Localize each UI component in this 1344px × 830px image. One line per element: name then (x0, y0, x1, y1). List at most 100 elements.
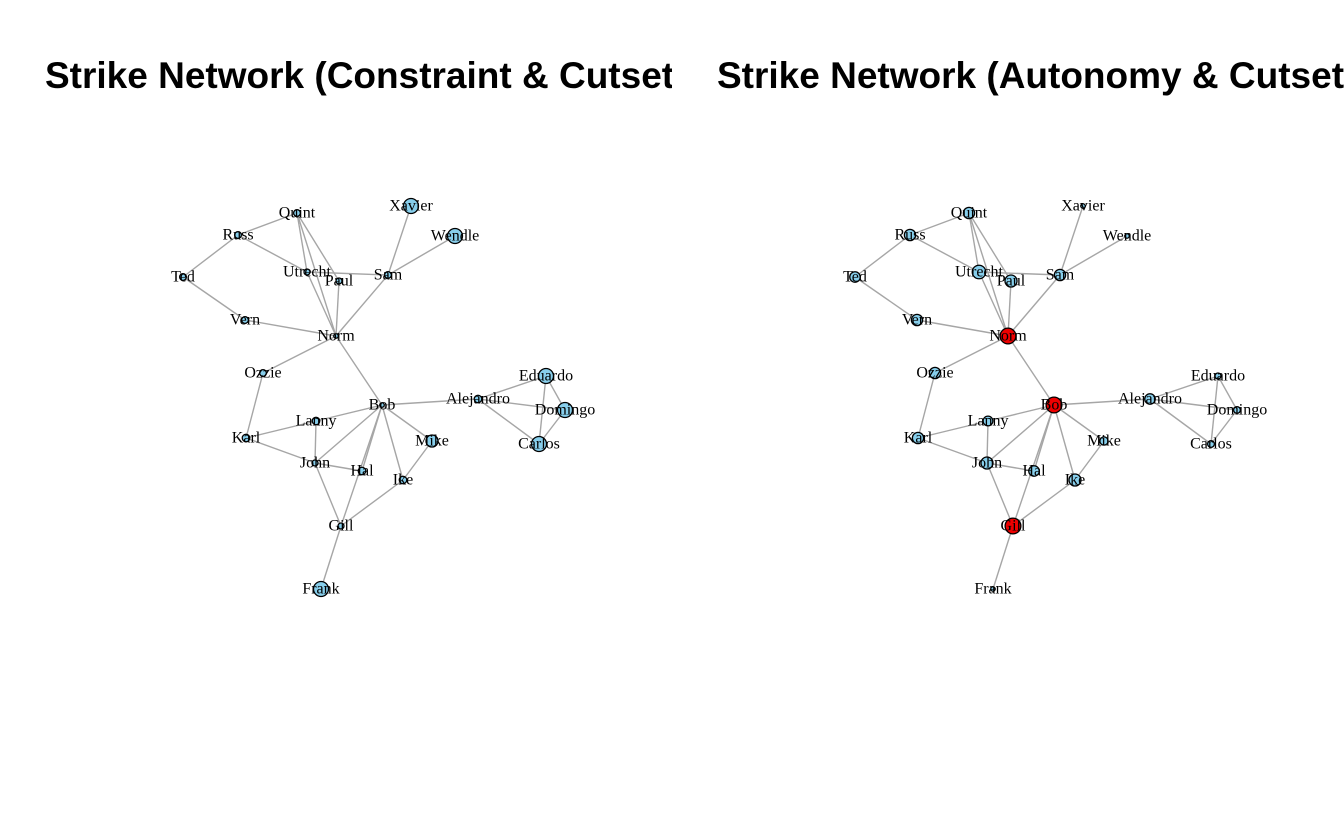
node-ozzie (928, 366, 942, 380)
node-russ (903, 228, 917, 242)
node-label-mike: Mike (1087, 433, 1121, 450)
edge-alejandro-carlos (1149, 398, 1212, 445)
edge-ted-vern (854, 276, 918, 321)
edge-lanny-bob (315, 404, 383, 422)
node-ted (178, 272, 188, 282)
node-ike (1068, 473, 1082, 487)
node-domingo (1232, 405, 1242, 415)
node-frank (990, 586, 996, 592)
edge-utrecht-sam (306, 271, 389, 276)
edge-mike-ike (402, 440, 433, 481)
edge-lanny-john (314, 420, 317, 464)
node-ike (398, 475, 408, 485)
edge-quint-russ (909, 212, 970, 236)
edge-paul-norm (335, 280, 340, 337)
node-russ (233, 230, 243, 240)
edge-norm-ozzie (262, 335, 337, 374)
node-label-ozzie: Ozzie (916, 365, 953, 382)
node-alejandro (1144, 393, 1156, 405)
edge-alejandro-domingo (1149, 398, 1238, 411)
edge-quint-paul (296, 212, 340, 282)
node-bob (1045, 396, 1063, 414)
node-label-hal: Hal (1022, 463, 1046, 480)
node-quint (962, 206, 976, 220)
node-label-vern: Vern (902, 312, 932, 329)
edge-john-gill (314, 462, 342, 527)
edge-quint-paul (968, 212, 1012, 282)
node-karl (241, 433, 251, 443)
node-label-ted: Ted (171, 269, 195, 286)
edge-bob-ike (381, 404, 404, 481)
node-karl (911, 431, 925, 445)
edge-alejandro-eduardo (1149, 375, 1219, 400)
edge-bob-ike (1053, 404, 1076, 481)
node-john (980, 456, 994, 470)
node-label-ike: Ike (1065, 472, 1085, 489)
edge-sam-xavier (1059, 205, 1084, 276)
node-frank (312, 580, 330, 598)
node-label-eduardo: Eduardo (519, 368, 573, 385)
edge-ike-gill (1012, 479, 1076, 527)
node-label-hal: Hal (350, 463, 374, 480)
node-label-paul: Paul (325, 273, 354, 290)
node-label-utrecht: Utrecht (283, 264, 332, 281)
node-label-norm: Norm (317, 328, 355, 345)
node-label-domingo: Domingo (1207, 402, 1267, 419)
edge-russ-ted (854, 234, 911, 278)
node-label-john: John (300, 455, 330, 472)
edge-lanny-john (986, 420, 989, 464)
node-carlos (530, 435, 548, 453)
node-carlos (1206, 439, 1216, 449)
edge-alejandro-carlos (477, 398, 540, 445)
edge-gill-frank (992, 525, 1014, 590)
node-label-utrecht: Utrecht (955, 264, 1004, 281)
edge-bob-john (314, 404, 383, 464)
edge-lanny-bob (987, 404, 1055, 422)
node-sam (1053, 268, 1067, 282)
edge-russ-utrecht (237, 234, 308, 273)
node-label-quint: Quint (279, 205, 316, 222)
node-label-gill: Gill (1001, 518, 1026, 535)
node-utrecht (303, 268, 311, 276)
node-label-karl: Karl (232, 430, 261, 447)
edge-norm-bob (335, 335, 383, 406)
edge-alejandro-domingo (477, 398, 566, 411)
node-wendle (446, 227, 464, 245)
node-lanny (982, 415, 994, 427)
edge-karl-lanny (917, 420, 989, 439)
edge-eduardo-carlos (538, 375, 547, 445)
edge-alejandro-eduardo (477, 375, 547, 400)
node-paul (335, 277, 343, 285)
edge-bob-alejandro (381, 398, 479, 406)
edge-karl-john (245, 437, 316, 464)
node-label-xavier: Xavier (1061, 198, 1105, 215)
node-label-vern: Vern (230, 312, 260, 329)
edge-quint-utrecht (296, 212, 308, 273)
edge-ozzie-karl (245, 372, 264, 439)
node-label-carlos: Carlos (1190, 436, 1232, 453)
node-gill (337, 522, 345, 530)
node-john (311, 459, 319, 467)
edge-ike-gill (340, 479, 404, 527)
node-label-norm: Norm (989, 328, 1027, 345)
node-label-russ: Russ (222, 227, 253, 244)
node-paul (1004, 274, 1018, 288)
node-eduardo (537, 367, 555, 385)
edge-vern-norm (244, 319, 337, 337)
node-mike (425, 434, 439, 448)
edge-utrecht-norm (978, 271, 1009, 337)
node-alejandro (473, 394, 483, 404)
node-bob (379, 402, 385, 408)
node-label-mike: Mike (415, 433, 449, 450)
node-wendle (1124, 233, 1130, 239)
edge-sam-wendle (387, 235, 456, 276)
edge-eduardo-domingo (1217, 375, 1238, 411)
network-panel-autonomy: Strike Network (Autonomy & Cutset) Xavie… (672, 0, 1344, 830)
node-xavier (1080, 203, 1086, 209)
node-sam (383, 270, 393, 280)
network-panel-constraint: Strike Network (Constraint & Cutset) Xav… (45, 55, 672, 598)
edge-bob-mike (381, 404, 433, 442)
edge-quint-utrecht (968, 212, 980, 273)
edge-mike-ike (1074, 440, 1105, 481)
panel-title-constraint: Strike Network (Constraint & Cutset) (45, 55, 672, 96)
